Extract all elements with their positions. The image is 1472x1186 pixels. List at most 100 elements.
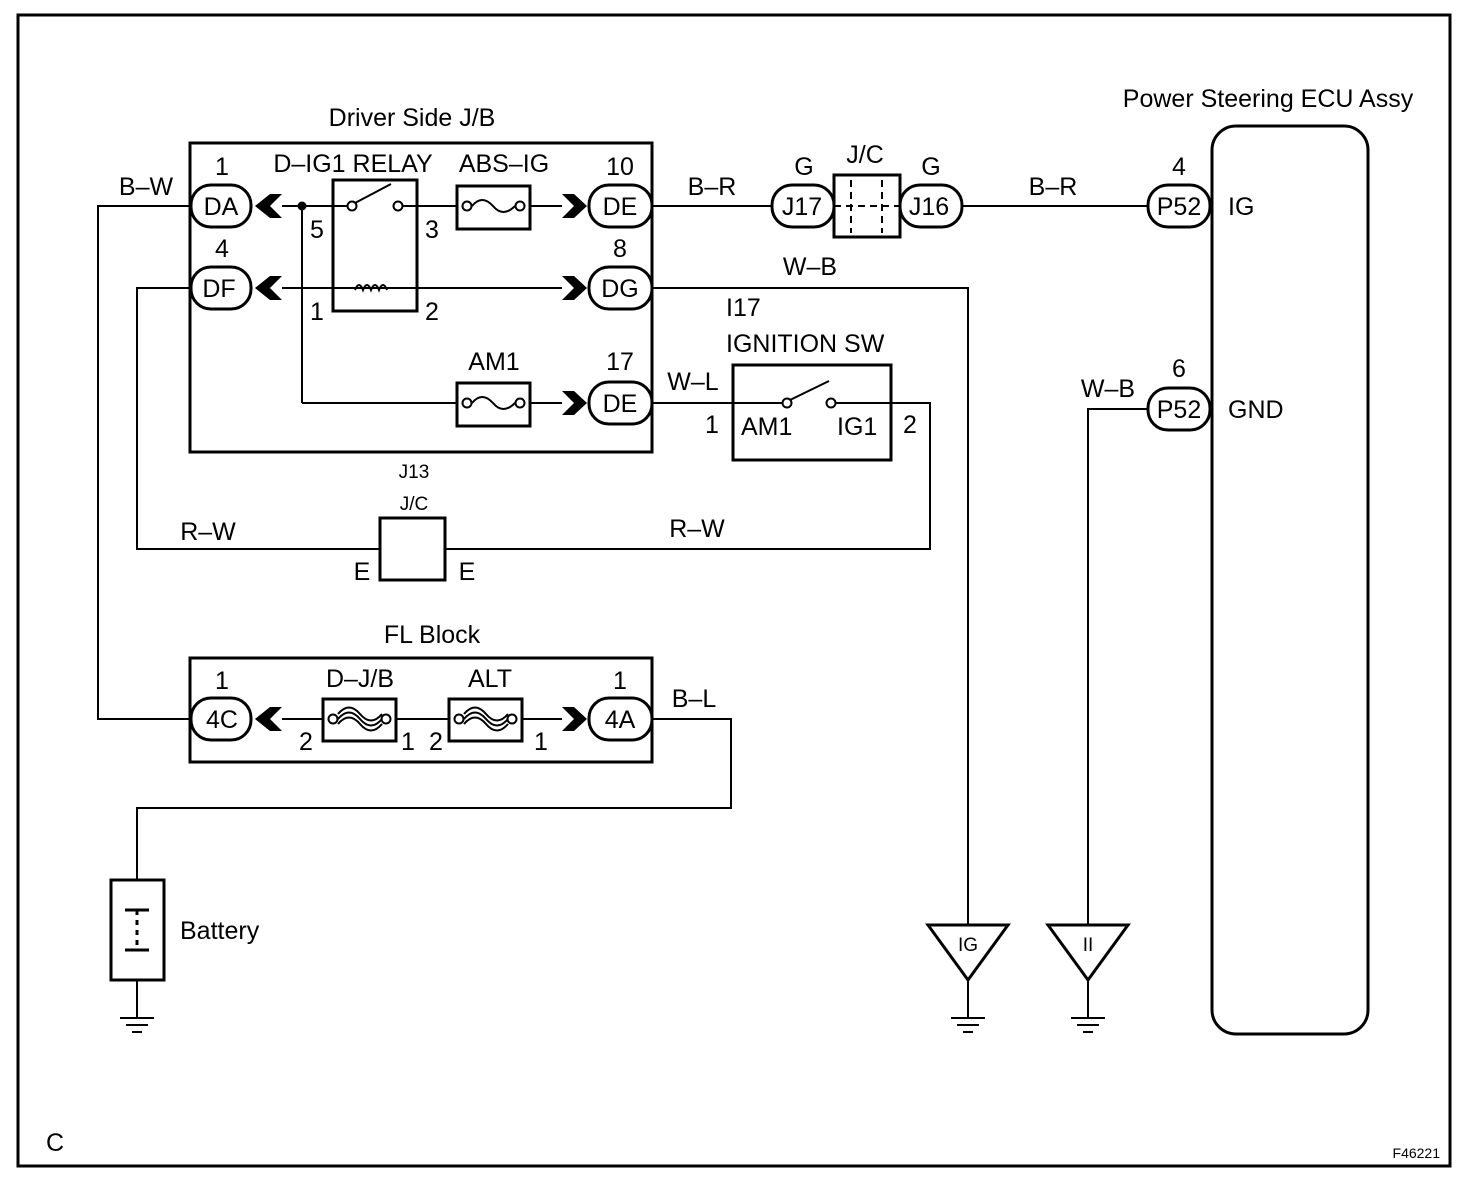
- relay-pin-2: 2: [425, 298, 439, 326]
- pin-g-left: G: [794, 153, 813, 181]
- wire-label: R–W: [669, 515, 725, 543]
- fusible-link-alt: [447, 697, 524, 743]
- connector-da: [189, 183, 253, 229]
- connector-label: J16: [909, 193, 949, 221]
- connector-label: DG: [601, 275, 639, 303]
- wire-label: W–L: [667, 368, 719, 396]
- pin-number: 10: [606, 153, 634, 181]
- diagram-frame: [16, 13, 1452, 1168]
- connector-j16: [898, 183, 964, 229]
- connector-label: 4C: [206, 706, 238, 734]
- pin-number: 4: [215, 235, 229, 263]
- relay-switch-icon: [354, 183, 392, 204]
- pin-number: 1: [613, 667, 627, 695]
- ground-icon: [120, 1017, 154, 1033]
- fuse-d-jb-label: D–J/B: [326, 665, 394, 693]
- j13-code: J13: [399, 462, 430, 483]
- ignition-switch: I17 IGNITION SW AM1 IG1 1 2: [705, 294, 917, 462]
- connector-label: P52: [1157, 193, 1201, 221]
- connector-label: 4A: [605, 706, 636, 734]
- connector-label: DE: [603, 390, 638, 418]
- fl-block-title: FL Block: [384, 621, 481, 649]
- terminal-ig1: IG1: [837, 413, 877, 441]
- connector-p52-gnd: [1146, 386, 1212, 432]
- jc-label: J/C: [846, 141, 884, 169]
- am1-fuse-label: AM1: [468, 348, 519, 376]
- connector-arrow-icon: [562, 276, 587, 300]
- terminal-e-right: E: [459, 558, 476, 586]
- wire-label: B–R: [1029, 173, 1078, 201]
- fuse-icon: [471, 199, 516, 213]
- connector-de-17: [587, 380, 654, 426]
- connector-p52-ig: [1146, 183, 1212, 229]
- fuse-alt-label: ALT: [468, 665, 512, 693]
- ground-point-label: IG: [958, 935, 978, 956]
- relay-pin-5: 5: [310, 216, 324, 244]
- pin-g-right: G: [921, 153, 940, 181]
- ground-icon: [951, 1017, 985, 1033]
- relay-pin-3: 3: [425, 216, 439, 244]
- wire-label: B–L: [672, 685, 717, 713]
- corner-label: C: [46, 1129, 64, 1157]
- wires: [97, 205, 1148, 1018]
- fl-block: FL Block 1 4C D–J/B ALT 2 1 2 1 1 4A: [188, 621, 654, 764]
- abs-ig-fuse-label: ABS–IG: [459, 150, 549, 178]
- driver-jb-title: Driver Side J/B: [329, 104, 496, 132]
- connector-dg: [587, 265, 654, 311]
- wire-label: B–W: [119, 173, 174, 201]
- pin-number: 2: [299, 728, 313, 756]
- connector-de-10: [587, 183, 654, 229]
- terminal-am1: AM1: [741, 413, 792, 441]
- power-steering-ecu: Power Steering ECU Assy 4 P52 IG 6 P52 G…: [1123, 85, 1414, 1036]
- connector-label: DE: [603, 193, 638, 221]
- pin-number: 2: [429, 728, 443, 756]
- ground-icon: [1071, 1017, 1105, 1033]
- connector-arrow-icon: [562, 194, 587, 218]
- pin-number: 1: [534, 728, 548, 756]
- fuse-icon: [471, 396, 516, 410]
- pin-number: 4: [1172, 153, 1186, 181]
- ecu-body: [1210, 124, 1370, 1036]
- fusible-link-d-jb: [321, 697, 398, 743]
- ground-point-label: II: [1083, 935, 1094, 956]
- connector-arrow-icon: [562, 391, 587, 415]
- connector-4c: [189, 696, 253, 742]
- fusible-link-icon: [337, 706, 383, 732]
- wire-label: W–B: [1081, 375, 1135, 403]
- ecu-terminal-gnd: GND: [1228, 396, 1284, 424]
- ground-point-ig: IG: [925, 923, 1011, 1033]
- terminal-e-left: E: [354, 558, 371, 586]
- ground-point-ii: II: [1045, 923, 1131, 1033]
- wire-label: W–B: [783, 253, 837, 281]
- connector-label: DF: [202, 275, 235, 303]
- pin-number: 1: [401, 728, 415, 756]
- pin-number: 1: [215, 153, 229, 181]
- j13-label: J/C: [400, 494, 429, 515]
- junction-connector-top: G J/C G J17 J16: [770, 141, 964, 239]
- connector-arrow-icon: [255, 276, 282, 300]
- relay-coil-icon: [354, 284, 388, 293]
- battery-label: Battery: [180, 917, 260, 945]
- ignition-sw-title: IGNITION SW: [726, 330, 885, 358]
- ecu-terminal-ig: IG: [1228, 193, 1254, 221]
- connector-4a: [587, 696, 654, 742]
- junction-dot: [297, 201, 307, 211]
- connector-arrow-icon: [255, 194, 282, 218]
- connector-label: DA: [204, 193, 239, 221]
- connector-df: [189, 265, 253, 311]
- connector-label: P52: [1157, 396, 1201, 424]
- abs-ig-fuse: [455, 184, 532, 231]
- wire-label: R–W: [180, 518, 236, 546]
- d-ig1-relay: [331, 178, 419, 313]
- ignition-switch-icon: [789, 380, 830, 401]
- relay-label: D–IG1 RELAY: [273, 150, 433, 178]
- pin-number: 8: [613, 235, 627, 263]
- ecu-title: Power Steering ECU Assy: [1123, 85, 1414, 113]
- am1-fuse: [455, 381, 532, 428]
- connector-label: J17: [782, 193, 822, 221]
- relay-pin-1: 1: [310, 298, 324, 326]
- pin-number: 1: [215, 667, 229, 695]
- battery: Battery: [109, 878, 260, 1033]
- wire-labels: B–W B–R B–R W–B W–L R–W R–W W–B B–L: [119, 173, 1135, 713]
